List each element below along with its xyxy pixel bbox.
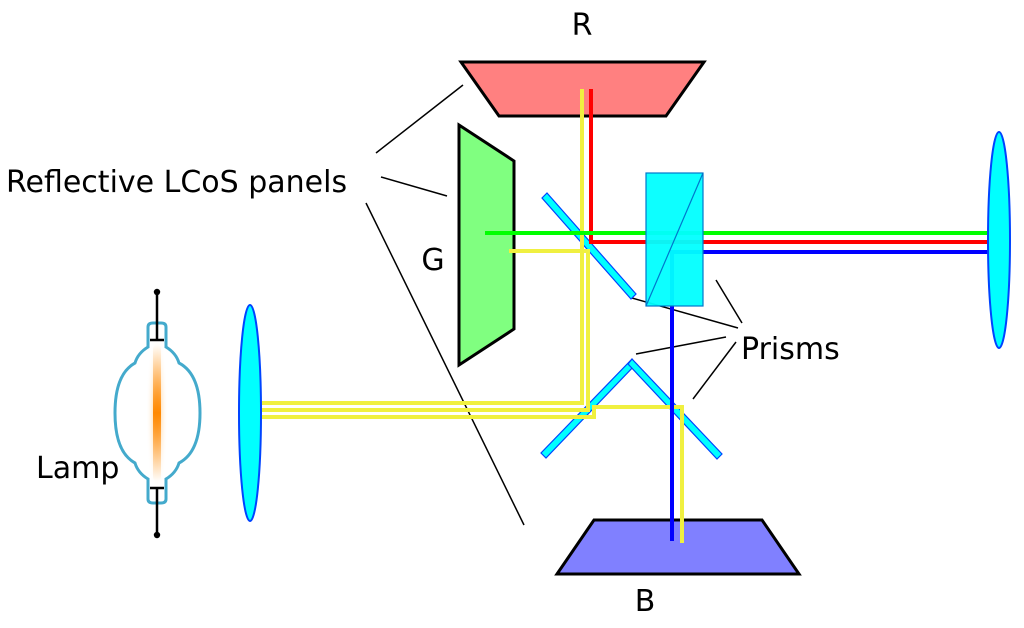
leader-panels-to-r <box>375 84 464 154</box>
label-lamp: Lamp <box>36 451 119 486</box>
lamp-terminal-bottom <box>153 531 161 539</box>
leader-panels-to-b <box>365 202 525 526</box>
leader-prisms-4 <box>692 341 737 400</box>
lamp-arc <box>153 345 161 481</box>
condenser-lens <box>238 304 262 522</box>
light-beams <box>262 89 988 543</box>
polarizing-prism-cube <box>645 172 704 307</box>
red-beam <box>589 89 988 244</box>
upper-dichroic-mirror <box>541 192 637 300</box>
blue-beam <box>670 250 988 541</box>
white-beam-bottom <box>262 405 684 543</box>
green-lcos-panel <box>457 122 516 368</box>
leader-prisms-3 <box>635 336 727 355</box>
label-blue-panel: B <box>635 584 656 619</box>
projection-lens <box>987 131 1011 349</box>
blue-lcos-panel <box>554 518 802 576</box>
lamp <box>113 288 202 539</box>
label-prisms: Prisms <box>741 332 840 367</box>
white-beam-top <box>262 89 584 405</box>
lamp-terminal-top <box>153 288 161 296</box>
label-red-panel: R <box>572 8 593 43</box>
label-reflective-lcos-panels: Reflective LCoS panels <box>6 165 347 200</box>
leader-prisms-1 <box>715 279 743 324</box>
leader-panels-to-g <box>380 176 448 197</box>
lamp-bulb <box>113 321 202 505</box>
white-beam-middle <box>262 249 590 412</box>
label-green-panel: G <box>421 243 444 278</box>
